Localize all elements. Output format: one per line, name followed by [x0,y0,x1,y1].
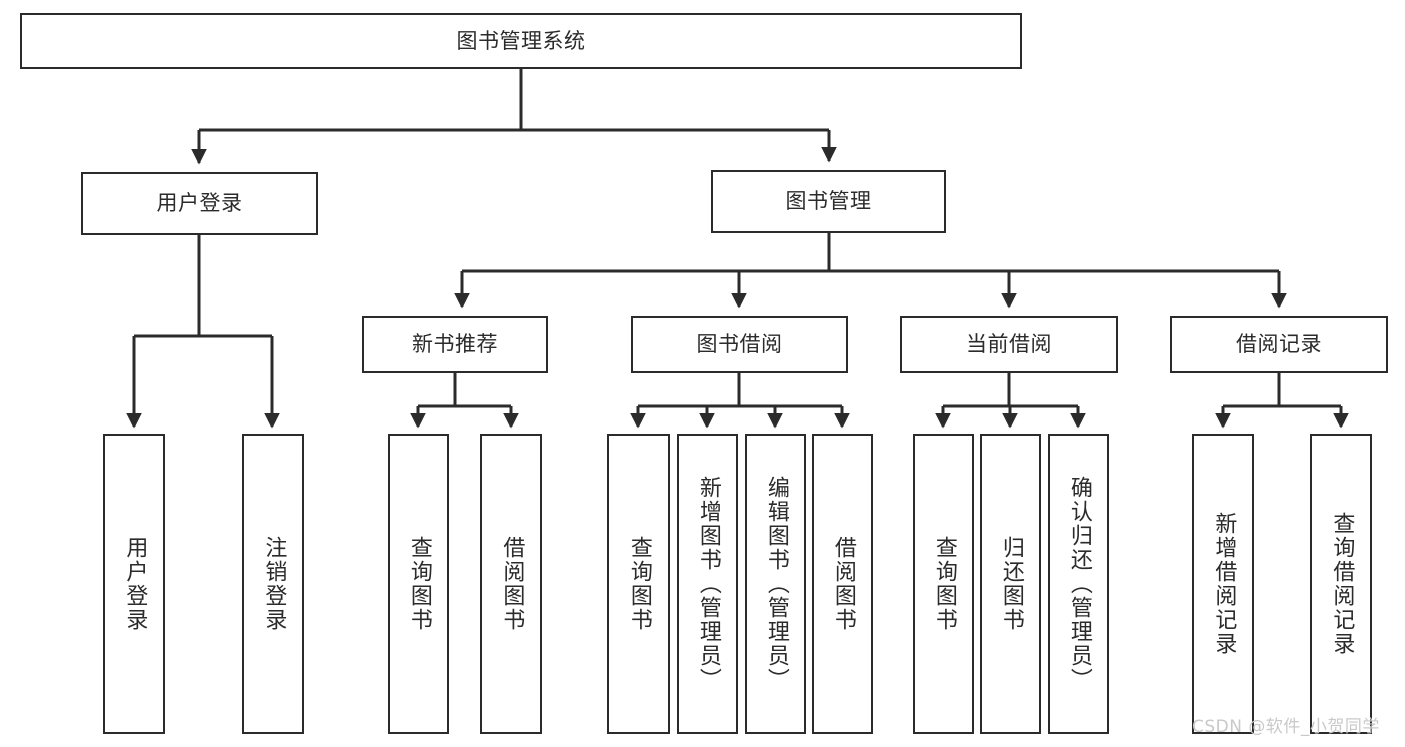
leaf-newbook-query-book[interactable]: 查询图书 [388,434,449,734]
leaf-current-confirm-return-admin[interactable]: 确认归还（管理员） [1048,434,1109,734]
node-current-borrow[interactable]: 当前借阅 [900,316,1118,373]
node-label: 借阅记录 [1236,332,1322,357]
node-borrow-record[interactable]: 借阅记录 [1170,316,1388,373]
node-label: 查询图书 [406,536,432,632]
leaf-record-query-borrow-record[interactable]: 查询借阅记录 [1310,434,1372,734]
leaf-record-add-borrow-record[interactable]: 新增借阅记录 [1192,434,1254,734]
node-label: 图书管理 [785,189,872,214]
leaf-borrow-borrow-book[interactable]: 借阅图书 [812,434,873,734]
node-root-system[interactable]: 图书管理系统 [20,13,1022,69]
node-label: 归还图书 [998,536,1024,632]
node-label: 用户登录 [156,191,243,216]
node-label: 借阅图书 [830,536,856,632]
node-label: 查询图书 [626,536,652,632]
node-label: 新书推荐 [412,332,498,357]
leaf-user-login[interactable]: 用户登录 [103,434,165,734]
node-label: 借阅图书 [499,536,525,632]
leaf-borrow-edit-book-admin[interactable]: 编辑图书（管理员） [745,434,806,734]
node-label: 图书借阅 [696,332,783,357]
leaf-borrow-query-book[interactable]: 查询图书 [607,434,670,734]
node-user-login[interactable]: 用户登录 [81,172,318,235]
node-book-borrow[interactable]: 图书借阅 [631,316,848,373]
node-label: 注销登录 [261,536,287,632]
leaf-borrow-add-book-admin[interactable]: 新增图书（管理员） [677,434,738,734]
node-new-book-recommend[interactable]: 新书推荐 [362,316,548,373]
node-label: 用户登录 [122,536,148,632]
watermark: CSDN @软件_小贺同学 [1192,717,1380,737]
leaf-user-logout[interactable]: 注销登录 [242,434,304,734]
node-label: 当前借阅 [966,332,1052,357]
node-label: 查询借阅记录 [1329,512,1355,656]
leaf-current-query-book[interactable]: 查询图书 [913,434,974,734]
leaf-current-return-book[interactable]: 归还图书 [980,434,1041,734]
node-label: 图书管理系统 [456,28,586,53]
node-label: 新增图书（管理员） [695,476,721,692]
node-label: 新增借阅记录 [1211,512,1237,656]
node-label: 编辑图书（管理员） [763,476,789,692]
node-label: 查询图书 [931,536,957,632]
node-book-management[interactable]: 图书管理 [711,170,946,233]
leaf-newbook-borrow-book[interactable]: 借阅图书 [480,434,542,734]
node-label: 确认归还（管理员） [1066,476,1092,692]
